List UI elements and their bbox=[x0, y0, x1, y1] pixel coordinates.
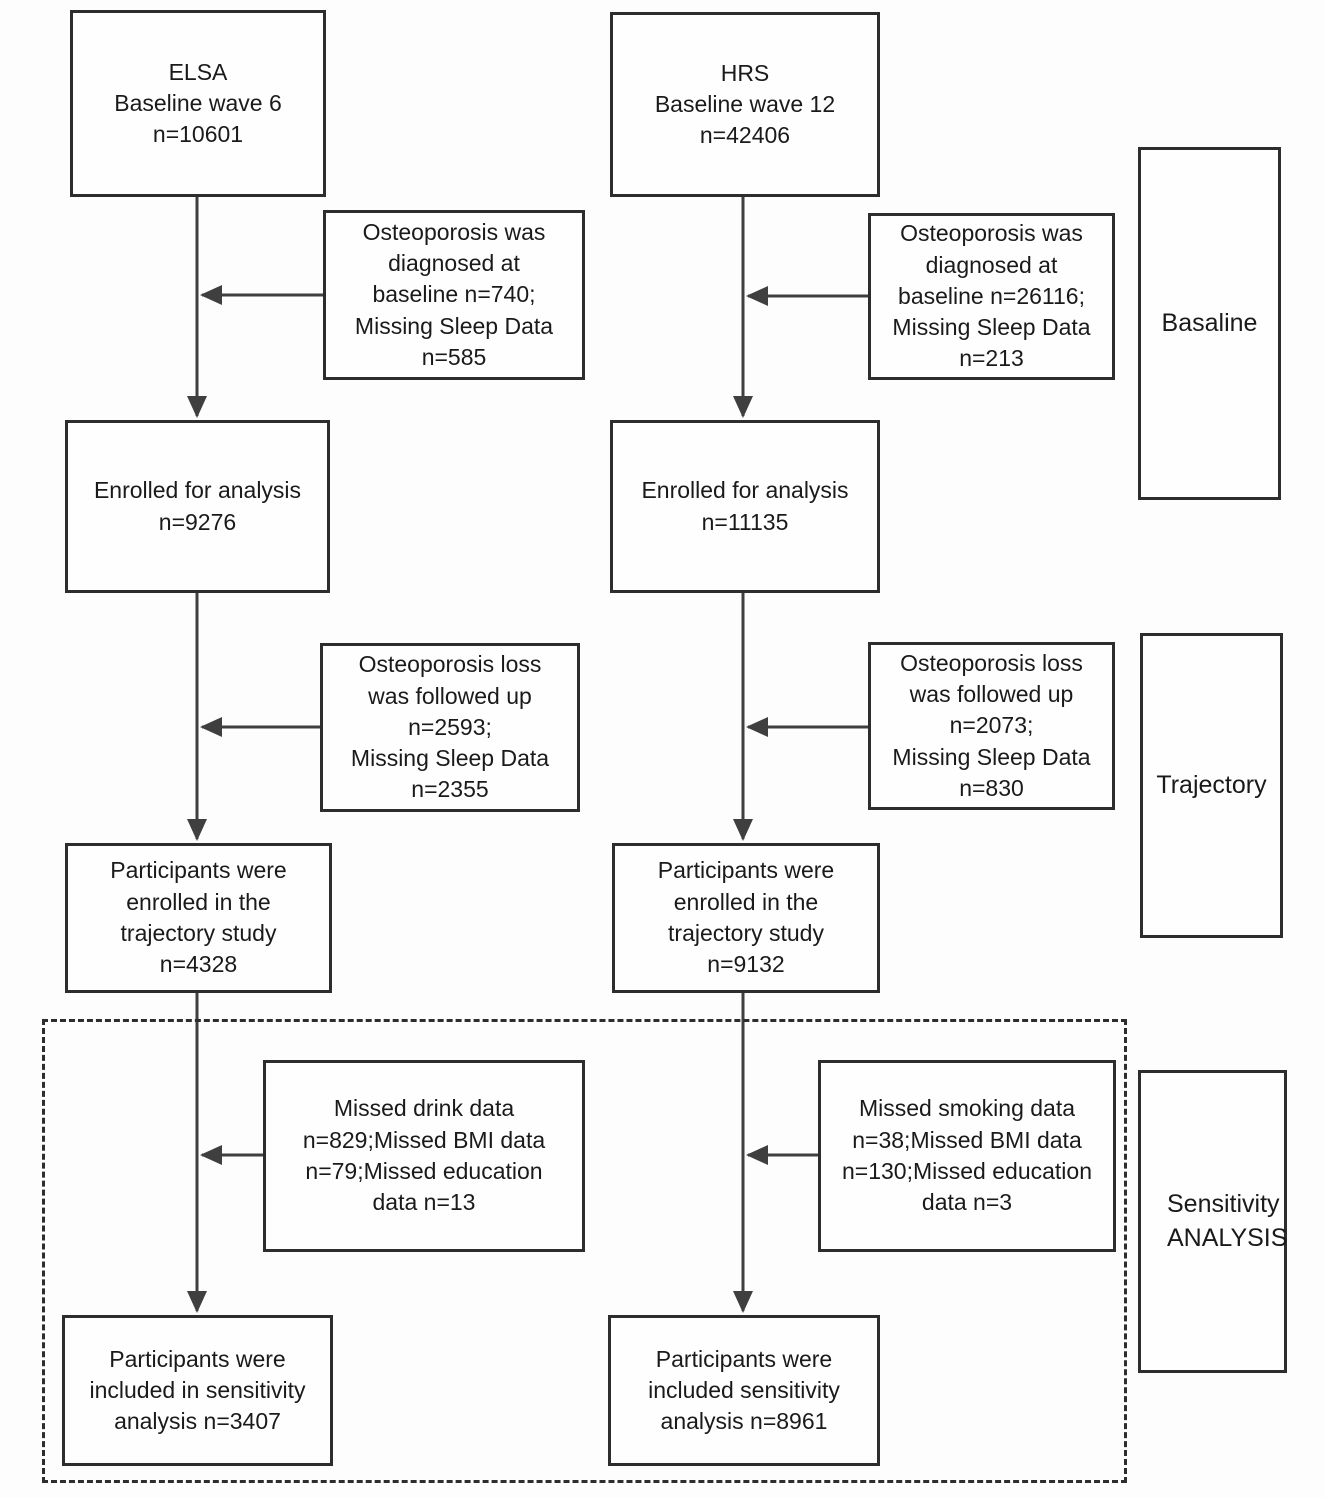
node-elsa-trajectory: Participants were enrolled in the trajec… bbox=[65, 843, 332, 993]
node-hrs-exclusion-sensitivity: Missed smoking data n=38;Missed BMI data… bbox=[818, 1060, 1116, 1252]
node-elsa-exclusion-baseline: Osteoporosis was diagnosed at baseline n… bbox=[323, 210, 585, 380]
node-elsa-baseline: ELSA Baseline wave 6 n=10601 bbox=[70, 10, 326, 197]
node-hrs-baseline: HRS Baseline wave 12 n=42406 bbox=[610, 12, 880, 197]
sensitivity-analysis-region bbox=[42, 1019, 1127, 1483]
node-elsa-sensitivity: Participants were included in sensitivit… bbox=[62, 1315, 333, 1466]
stage-label-sensitivity: Sensitivity ANALYSIS bbox=[1138, 1070, 1287, 1373]
node-hrs-exclusion-trajectory: Osteoporosis loss was followed up n=2073… bbox=[868, 642, 1115, 810]
node-hrs-exclusion-baseline: Osteoporosis was diagnosed at baseline n… bbox=[868, 213, 1115, 380]
stage-label-trajectory: Trajectory bbox=[1140, 633, 1283, 938]
node-hrs-trajectory: Participants were enrolled in the trajec… bbox=[612, 843, 880, 993]
node-hrs-sensitivity: Participants were included sensitivity a… bbox=[608, 1315, 880, 1466]
stage-label-baseline: Basaline bbox=[1138, 147, 1281, 500]
node-elsa-exclusion-sensitivity: Missed drink data n=829;Missed BMI data … bbox=[263, 1060, 585, 1252]
node-elsa-enrolled: Enrolled for analysis n=9276 bbox=[65, 420, 330, 593]
node-hrs-enrolled: Enrolled for analysis n=11135 bbox=[610, 420, 880, 593]
node-elsa-exclusion-trajectory: Osteoporosis loss was followed up n=2593… bbox=[320, 643, 580, 812]
